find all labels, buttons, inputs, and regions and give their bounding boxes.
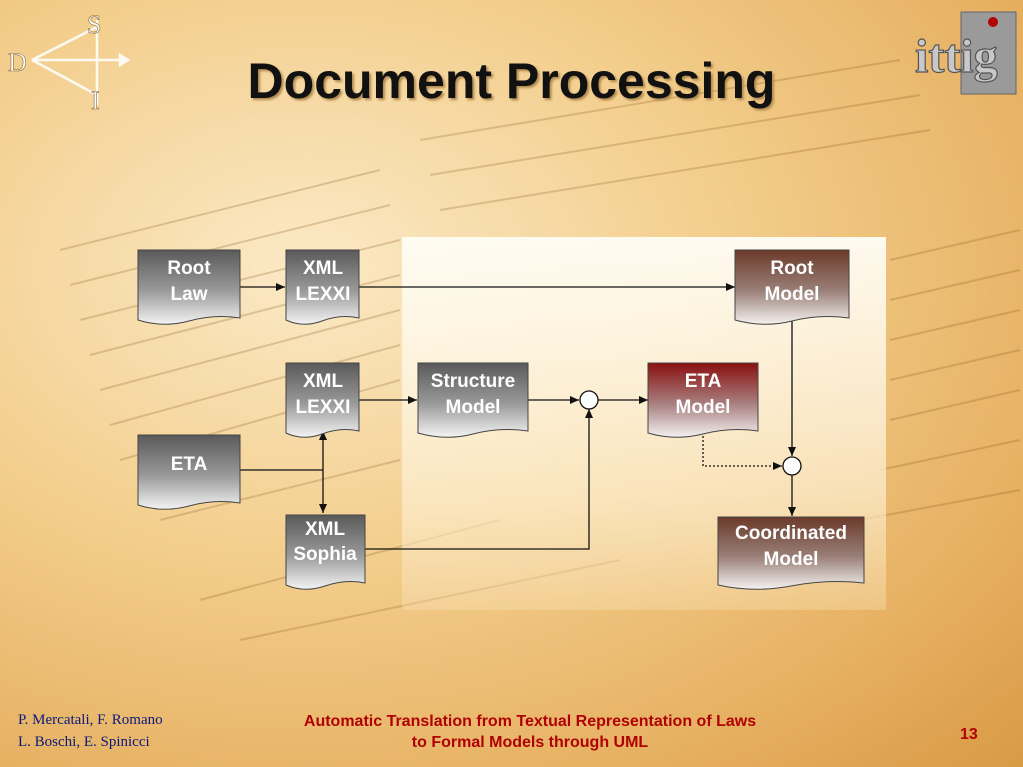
ittig-logo: ittig [914, 11, 1017, 95]
edge-etamodel-junction [702, 432, 782, 470]
node-eta-model-line2: Model [676, 397, 731, 418]
node-coordinated-model: Coordinated Model [717, 516, 865, 590]
node-xml-lexxi-1-line1: XML [303, 258, 344, 279]
node-structure-model: Structure Model [417, 362, 529, 438]
node-root-model: Root Model [734, 249, 850, 325]
slide-title: Document Processing [247, 53, 776, 109]
node-root-law: Root Law [137, 249, 241, 325]
node-xml-sophia-line2: Sophia [293, 544, 357, 565]
node-eta: ETA [137, 434, 241, 510]
node-root-law-line2: Law [171, 284, 208, 305]
node-xml-sophia: XML Sophia [285, 514, 366, 590]
node-xml-lexxi-2-line1: XML [303, 371, 344, 392]
page-number: 13 [960, 726, 978, 743]
node-xml-sophia-line1: XML [305, 519, 346, 540]
logo-letter-d: D [8, 48, 27, 77]
node-xml-lexxi-1-line2: LEXXI [296, 284, 351, 305]
footer-authors-line2: L. Boschi, E. Spinicci [18, 734, 150, 750]
sdi-logo: S D I [8, 10, 131, 115]
node-root-law-line1: Root [167, 258, 211, 279]
node-eta-model-line1: ETA [685, 371, 722, 392]
node-xml-lexxi-2-line2: LEXXI [296, 397, 351, 418]
footer-authors: P. Mercatali, F. Romano L. Boschi, E. Sp… [18, 709, 163, 753]
node-coordinated-model-line1: Coordinated [735, 523, 847, 544]
node-structure-model-line2: Model [446, 397, 501, 418]
merge-junction-2 [782, 456, 802, 476]
node-eta-model: ETA Model [647, 362, 759, 438]
node-xml-lexxi-2: XML LEXXI [285, 362, 360, 438]
node-eta-line1: ETA [171, 454, 208, 475]
ittig-logo-text: ittig [915, 30, 998, 83]
node-root-model-line1: Root [770, 258, 814, 279]
footer-paper-title: Automatic Translation from Textual Repre… [260, 711, 800, 753]
merge-junction-1 [579, 390, 599, 410]
node-coordinated-model-line2: Model [764, 549, 819, 570]
footer-authors-line1: P. Mercatali, F. Romano [18, 712, 163, 728]
logo-letter-s: S [87, 10, 101, 39]
node-structure-model-line1: Structure [431, 371, 515, 392]
footer-title-line2: to Formal Models through UML [411, 734, 649, 751]
logo-letter-i: I [91, 86, 100, 115]
edge-sophia-junction [365, 409, 593, 550]
node-xml-lexxi-1: XML LEXXI [285, 249, 360, 325]
node-root-model-line2: Model [765, 284, 820, 305]
footer-title-line1: Automatic Translation from Textual Repre… [303, 713, 757, 730]
